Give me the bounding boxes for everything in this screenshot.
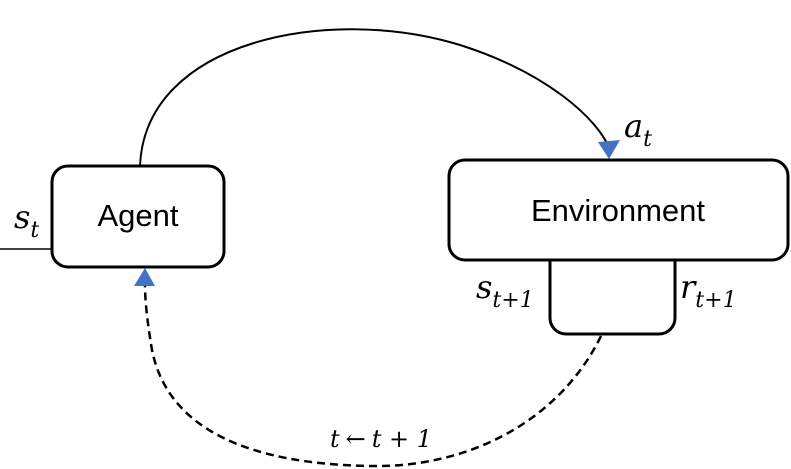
- environment-label: Environment: [531, 193, 705, 228]
- environment-box: [447, 158, 790, 262]
- agent-box: [50, 164, 226, 269]
- feedback-dashed-arc: [143, 284, 603, 468]
- state-label: st: [14, 198, 39, 243]
- action-arrowhead-icon: [598, 140, 620, 159]
- next-state-label: st+1: [476, 268, 534, 313]
- agent-label: Agent: [97, 198, 178, 233]
- reward-label: rt+1: [680, 268, 737, 313]
- action-label: at: [624, 107, 652, 152]
- time-update-label: t←t + 1: [330, 425, 432, 453]
- feedback-arrowhead-icon: [134, 268, 155, 286]
- action-arc: [139, 28, 611, 167]
